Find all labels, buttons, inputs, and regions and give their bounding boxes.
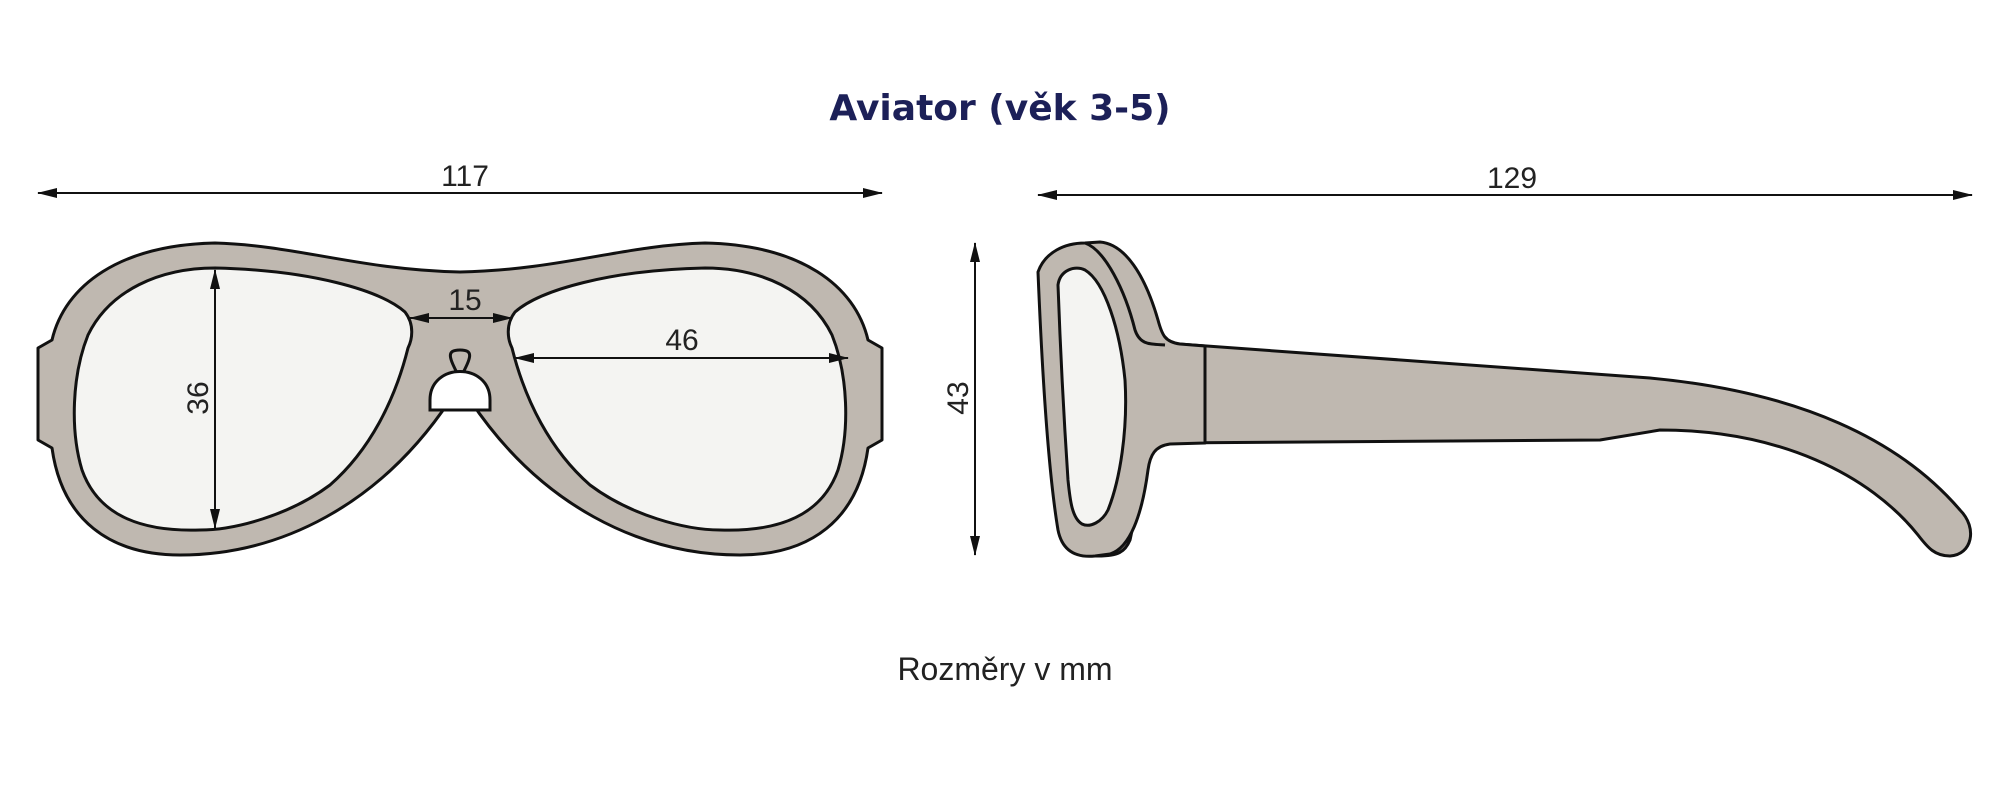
dimension-temple-length: 129 [1037,162,1973,200]
dimension-bridge: 15 [409,284,513,323]
dimension-label-bridge: 15 [448,284,481,317]
dimension-total-width: 117 [37,160,883,198]
dimension-label-total-width: 117 [441,160,489,193]
side-view [1036,240,1972,558]
right-lens [506,266,848,532]
dimension-label-temple-length: 129 [1487,162,1537,195]
units-caption: Rozměry v mm [897,651,1112,687]
left-lens [72,266,414,532]
dimension-label-lens-width: 46 [665,324,698,357]
temple-arm [1163,341,1972,558]
side-lens [1056,266,1128,527]
rim-edge-line [1084,241,1166,347]
dimension-label-frame-height: 43 [942,381,975,414]
dimension-lens-height: 36 [182,269,220,529]
dimension-lens-width: 46 [514,324,849,363]
dimension-frame-height: 43 [942,242,980,556]
bridge-hole [428,370,492,412]
diagram-title: Aviator (věk 3-5) [829,88,1170,129]
front-view [36,241,884,557]
dimension-label-lens-height: 36 [182,381,215,414]
